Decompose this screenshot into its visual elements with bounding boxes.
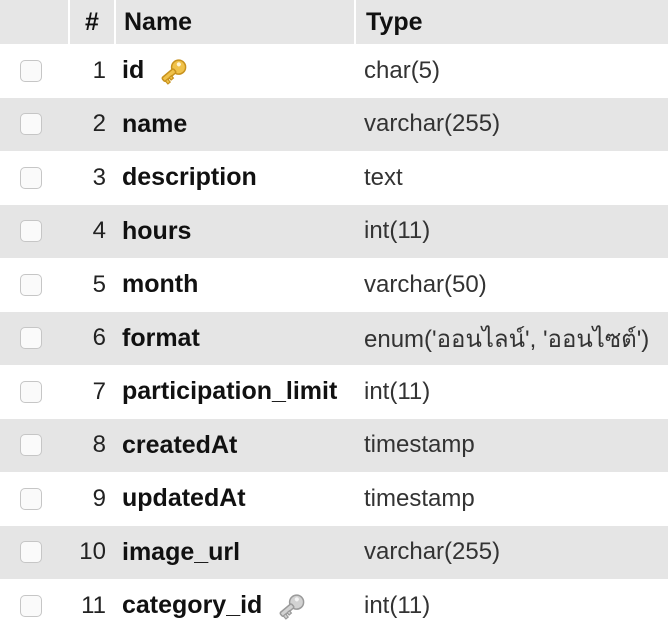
- row-number: 8: [92, 431, 106, 459]
- index-key-icon: [274, 590, 310, 622]
- header-checkbox-column: [0, 0, 68, 44]
- table-row: 7 participation_limit int(11): [0, 365, 668, 419]
- column-name: description: [122, 163, 257, 192]
- table-row: 9 updatedAt timestamp: [0, 472, 668, 526]
- row-number: 6: [92, 324, 106, 352]
- column-name: id: [122, 56, 145, 85]
- table-row: 3 description text: [0, 151, 668, 205]
- column-type: int(11): [364, 377, 431, 405]
- row-number: 4: [92, 217, 106, 245]
- column-name: createdAt: [122, 430, 238, 459]
- table-row: 1 id char(5): [0, 44, 668, 98]
- column-type: char(5): [364, 56, 441, 84]
- row-checkbox[interactable]: [20, 327, 42, 350]
- row-checkbox[interactable]: [20, 541, 42, 564]
- primary-key-icon: [156, 55, 192, 87]
- table-row: 2 name varchar(255): [0, 97, 668, 151]
- row-number: 2: [92, 110, 106, 138]
- column-name: hours: [122, 216, 192, 245]
- column-type: text: [364, 163, 403, 191]
- table-row: 10 image_url varchar(255): [0, 525, 668, 579]
- column-type: varchar(50): [364, 270, 487, 298]
- column-name: category_id: [122, 591, 263, 620]
- column-type: timestamp: [364, 484, 475, 512]
- table-row: 8 createdAt timestamp: [0, 418, 668, 472]
- row-number: 3: [92, 163, 106, 191]
- column-name: name: [122, 109, 188, 138]
- column-name: month: [122, 270, 199, 299]
- column-name: updatedAt: [122, 484, 246, 513]
- column-name: participation_limit: [122, 377, 338, 406]
- table-row: 5 month varchar(50): [0, 258, 668, 312]
- row-checkbox[interactable]: [20, 487, 42, 510]
- table-header: # Name Type: [0, 0, 668, 44]
- row-checkbox[interactable]: [20, 434, 42, 457]
- column-type: enum('ออนไลน์', 'ออนไซต์'): [364, 325, 650, 353]
- row-number: 11: [81, 591, 106, 619]
- row-checkbox[interactable]: [20, 59, 42, 82]
- header-number[interactable]: #: [68, 0, 114, 44]
- row-checkbox[interactable]: [20, 273, 42, 296]
- column-type: varchar(255): [364, 110, 501, 138]
- row-checkbox[interactable]: [20, 166, 42, 189]
- column-type: varchar(255): [364, 538, 501, 566]
- column-type: int(11): [364, 217, 431, 245]
- header-name[interactable]: Name: [114, 0, 354, 44]
- table-row: 4 hours int(11): [0, 204, 668, 258]
- table-row: 6 format enum('ออนไลน์', 'ออนไซต์'): [0, 311, 668, 365]
- row-checkbox[interactable]: [20, 594, 42, 617]
- row-number: 1: [92, 56, 106, 84]
- column-type: int(11): [364, 591, 431, 619]
- table-row: 11 category_id int(11): [0, 579, 668, 633]
- row-checkbox[interactable]: [20, 220, 42, 243]
- row-number: 7: [92, 377, 106, 405]
- row-number: 5: [92, 270, 106, 298]
- row-number: 10: [79, 538, 106, 566]
- row-number: 9: [92, 484, 106, 512]
- row-checkbox[interactable]: [20, 380, 42, 403]
- column-name: format: [122, 323, 200, 352]
- row-checkbox[interactable]: [20, 113, 42, 136]
- column-type: timestamp: [364, 431, 475, 459]
- column-name: image_url: [122, 537, 241, 566]
- header-type[interactable]: Type: [354, 0, 668, 44]
